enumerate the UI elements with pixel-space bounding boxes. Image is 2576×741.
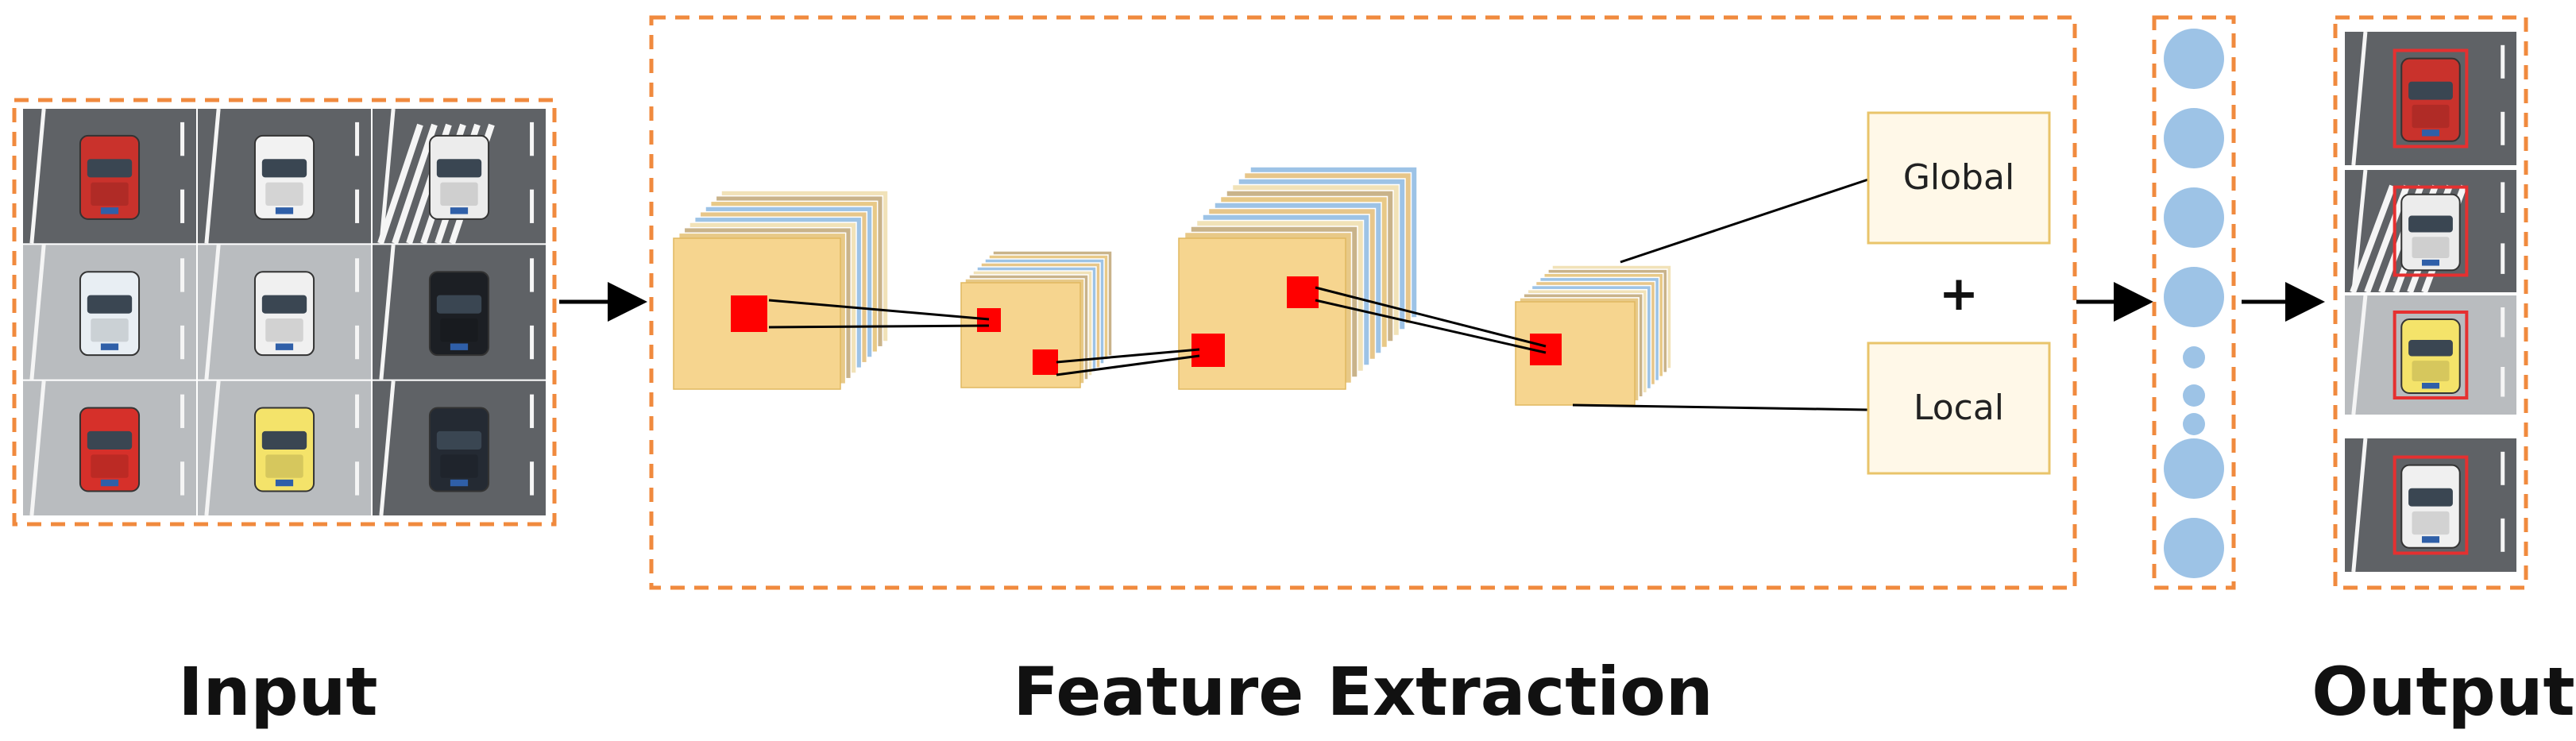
feature-extraction-panel: Global + Local [649,15,2077,590]
nodes-dashed-border [2152,15,2236,590]
input-image-cell [198,245,371,380]
output-detection-image [2345,438,2516,573]
receptive-field-marker [1033,349,1058,375]
white-sedan-vehicle [253,271,315,357]
white-truck-vehicle [2400,193,2461,272]
neuron-node [2164,108,2224,168]
neuron-node [2164,267,2224,327]
receptive-field-marker [977,308,1001,332]
output-panel [2333,15,2528,590]
input-image-cell [373,108,546,245]
input-image-cell [23,380,196,516]
neuron-node [2164,187,2224,248]
input-image-cell [198,108,371,244]
neuron-node [2164,438,2224,499]
white-van-vehicle [79,271,141,357]
white-sedan-vehicle [2400,464,2461,549]
receptive-field-marker [731,295,767,332]
output-detection-image [2345,169,2516,294]
global-feature-box: Global [1867,111,2051,245]
output-detection-image [2345,295,2516,415]
input-dashed-border [12,98,557,527]
input-image-cell [23,108,196,244]
neuron-node [2164,29,2224,89]
white-suv-vehicle [253,134,315,220]
ellipsis-dot [2183,384,2205,407]
fully-connected-layer [2152,15,2236,590]
input-image-cell [373,380,546,516]
black-suv-vehicle [428,271,490,357]
input-panel [12,98,557,527]
global-label: Global [1903,157,2014,198]
output-image-column [2345,31,2516,573]
plus-sign: + [1939,266,1979,322]
yellow-car-vehicle [253,407,315,492]
output-detection-image [2345,31,2516,166]
red-hatchback-vehicle [79,407,141,492]
feature-extraction-dashed-border [649,15,2077,590]
receptive-field-lines [768,178,1869,411]
detection-bounding-box [2393,455,2469,555]
caption-feature-extraction: Feature Extraction [1013,653,1713,731]
yellow-car-vehicle [2400,318,2461,394]
output-dashed-border [2333,15,2528,590]
input-image-grid [23,108,546,516]
feature-map-cube-2 [960,250,1113,388]
detection-bounding-box [2393,311,2469,399]
ellipsis-dot [2183,413,2205,435]
dark-sedan-vehicle [428,407,490,492]
node-column [2164,29,2224,578]
feature-map-stack [673,166,1672,406]
receptive-field-marker [1287,276,1319,308]
detection-bounding-box [2393,185,2469,277]
red-truck-vehicle [79,134,141,220]
feature-map-cube-3 [1178,166,1418,390]
caption-output: Output [2311,653,2574,731]
local-label: Local [1914,388,2004,428]
caption-input: Input [178,653,377,731]
feature-map-cube-1 [673,190,889,390]
input-image-cell [373,245,546,380]
local-feature-box: Local [1867,342,2051,475]
white-truck-vehicle [428,134,490,220]
feature-map-cube-4 [1515,264,1672,406]
input-image-cell [23,245,196,380]
input-image-cell [198,380,371,516]
neuron-node [2164,518,2224,578]
detection-bounding-box [2393,48,2469,149]
red-truck-vehicle [2400,57,2461,142]
ellipsis-dot [2183,346,2205,369]
